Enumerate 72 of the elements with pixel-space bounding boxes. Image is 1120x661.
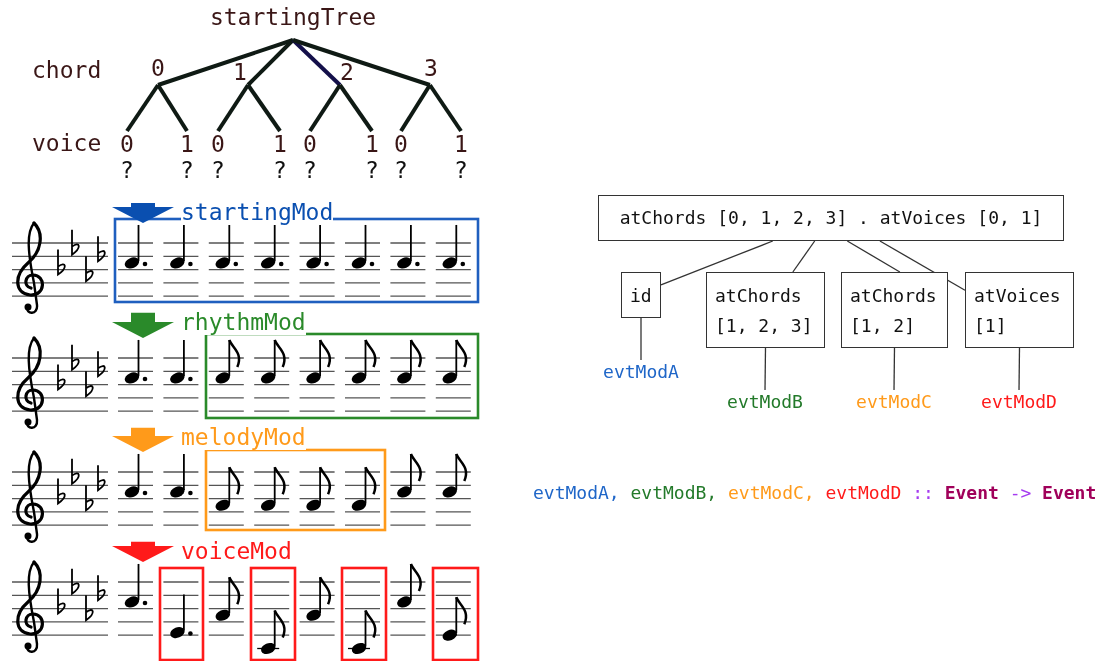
connector-line [660, 240, 774, 286]
tree-branch [157, 38, 294, 87]
tree-branch [216, 83, 250, 133]
voice-index: 1 [179, 131, 195, 157]
level-label: voice [32, 129, 102, 157]
voice-index: 0 [210, 131, 226, 157]
code-text: atChords [1, 2] [850, 284, 938, 338]
unknown-value: ? [302, 157, 318, 183]
unknown-value: ? [453, 157, 469, 183]
music-staff-drawing [11, 450, 472, 543]
level-label: chord [32, 56, 102, 84]
tree-branch [125, 83, 160, 133]
code-token: Event [1042, 481, 1097, 505]
tree-branch [292, 38, 431, 87]
code-text: atChords [1, 2, 3] [715, 284, 814, 338]
function-box [621, 272, 661, 318]
modifier-name: evtModC [849, 390, 939, 414]
music-staff-drawing [11, 560, 472, 655]
chord-index: 2 [336, 60, 358, 85]
function-box [965, 272, 1074, 348]
modifier-name: evtModB [720, 390, 810, 414]
tree-branch [246, 38, 295, 87]
connector-line [1018, 347, 1021, 391]
function-box [598, 195, 1064, 241]
tree-branch [399, 83, 432, 133]
code-token: evtModD [825, 481, 902, 505]
code-text: atChords [0, 1, 2, 3] . atVoices [0, 1] [618, 206, 1044, 230]
tree-branch [246, 83, 282, 133]
tree-branch [156, 83, 189, 133]
block-arrow [112, 427, 174, 452]
chord-index: 3 [420, 56, 442, 85]
code-token: evtModA, [533, 481, 620, 505]
connector-line [792, 240, 816, 273]
unknown-value: ? [179, 157, 195, 183]
voice-index: 1 [272, 131, 288, 157]
tree-branch [428, 83, 463, 133]
voice-index: 0 [119, 131, 135, 157]
voice-index: 0 [302, 131, 318, 157]
unknown-value: ? [393, 157, 409, 183]
music-staff-drawing [11, 336, 472, 429]
function-box [706, 272, 825, 348]
voice-index: 1 [453, 131, 469, 157]
tree-branch [338, 83, 374, 133]
connector-line [846, 240, 901, 273]
edge-label: startingMod [181, 199, 334, 225]
unknown-value: ? [364, 157, 380, 183]
voice-index: 1 [364, 131, 380, 157]
block-arrow [112, 312, 174, 338]
block-arrow [112, 203, 174, 223]
unknown-value: ? [272, 157, 288, 183]
code-text: id [630, 284, 652, 308]
code-text: atVoices [1] [974, 284, 1062, 338]
code-token: Event [944, 481, 999, 505]
block-arrow [112, 541, 174, 562]
modifier-name: evtModA [596, 360, 686, 384]
code-token: -> [1009, 481, 1032, 505]
connector-line [640, 317, 642, 361]
chord-index: 0 [147, 56, 169, 85]
connector-line [893, 347, 896, 391]
tree-branch [308, 83, 342, 133]
unknown-value: ? [210, 157, 226, 183]
chord-index: 1 [230, 60, 250, 85]
tree-branch [291, 38, 342, 87]
tree-root-label: startingTree [202, 3, 384, 40]
code-token: evtModC, [728, 481, 815, 505]
code-token: evtModB, [630, 481, 718, 505]
connector-line [764, 347, 767, 391]
code-token: :: [912, 481, 934, 505]
voice-index: 0 [393, 131, 409, 157]
modifier-name: evtModD [974, 390, 1064, 414]
function-box [841, 272, 948, 348]
unknown-value: ? [119, 157, 135, 183]
